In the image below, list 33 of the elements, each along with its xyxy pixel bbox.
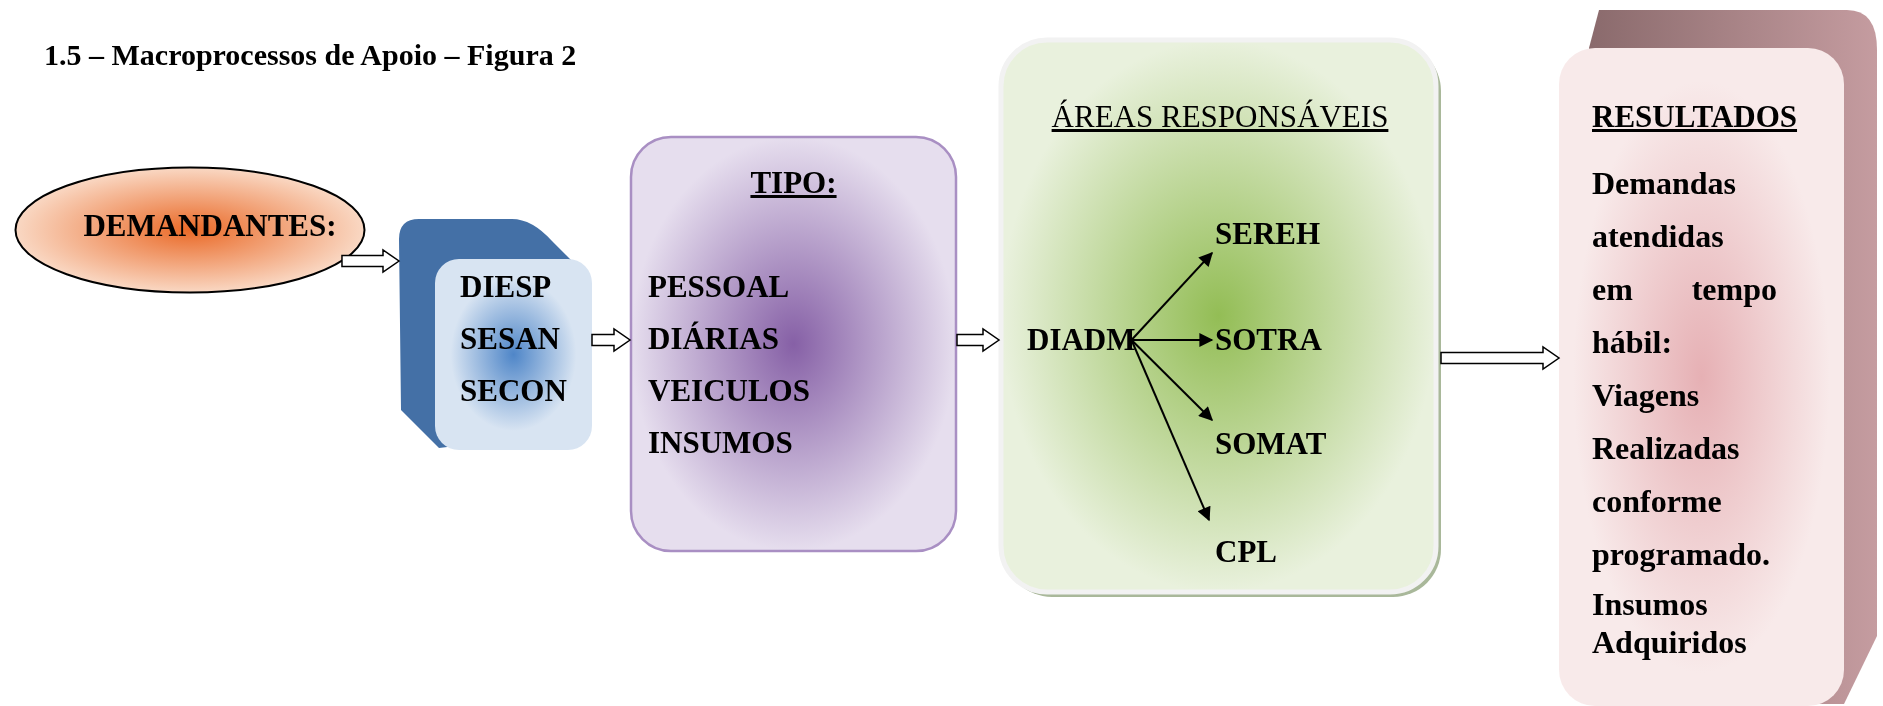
figure-title: 1.5 – Macroprocessos de Apoio – Figura 2 [44,38,577,72]
body-text: Demandas atendidas em tempo hábil: [1592,164,1777,362]
list-item: DIESP [460,268,552,306]
unit-label: SOMAT [1215,428,1327,460]
results-panel [1559,10,1877,706]
list-item: SECON [460,372,567,410]
block-arrow [1440,345,1561,371]
unit-label: DIADM [1027,324,1136,356]
arrow [1130,339,1211,522]
arrow [1130,339,1213,421]
unit-label: CPL [1215,536,1277,568]
unit-label: SOTRA [1215,324,1322,356]
panel-heading: TIPO: [749,167,838,199]
panel-heading: ÁREAS RESPONSÁVEIS [1050,100,1390,134]
process-block [399,219,592,450]
list-item: INSUMOS [648,424,793,462]
unit-label: SEREH [1215,218,1321,250]
block-arrow [341,248,401,274]
body-text: Viagens Realizadas conforme programado. [1592,376,1772,574]
responsibility-panel [999,38,1441,597]
arrow [1130,251,1213,341]
body-text: Insumos Adquiridos [1592,585,1748,661]
list-item: VEICULOS [648,372,810,410]
node-label: DEMANDANTES: [82,208,338,244]
panel-heading: RESULTADOS [1592,101,1798,133]
list-item: PESSOAL [648,268,790,306]
ellipse-node [14,166,366,294]
block-arrow [956,327,1001,353]
list-item: DIÁRIAS [648,320,779,358]
category-panel [630,136,957,552]
arrow [1130,333,1214,347]
block-arrow [591,327,632,353]
list-item: SESAN [460,320,560,358]
